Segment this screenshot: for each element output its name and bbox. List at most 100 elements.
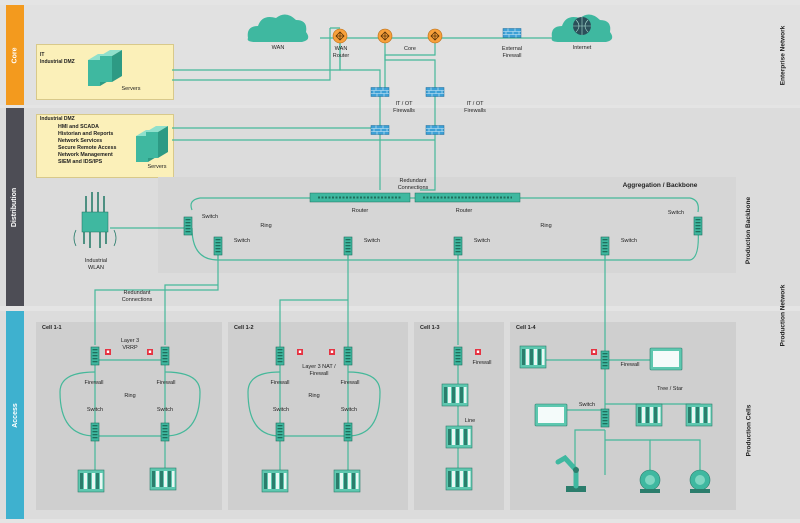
c13-firewall-switch-icon <box>453 346 463 366</box>
c11-plc-icon-b <box>149 467 177 491</box>
internet-cloud-icon <box>551 14 613 42</box>
core-tier-label: Core <box>6 5 24 105</box>
ring-switch-label-1: Switch <box>233 238 251 244</box>
c12-layer-label: Layer 3 NAT / Firewall <box>302 364 336 377</box>
dmz-item: Historian and Reports <box>58 131 114 137</box>
it-ot-firewall-icon-c <box>370 125 390 135</box>
router-label-b: Router <box>455 208 473 214</box>
c13-firewall-label: Firewall <box>472 360 492 366</box>
c12-lock-icon-b <box>329 349 335 355</box>
ring-switch-icon-2 <box>343 236 353 256</box>
c12-lock-icon-a <box>297 349 303 355</box>
redundant-connections-label-2: Redundant Connections <box>121 290 153 303</box>
c12-plc-icon-b <box>333 469 361 493</box>
c12-firewall-label-a: Firewall <box>270 380 290 386</box>
c13-plc-icon-a <box>441 383 469 407</box>
it-ot-firewalls-label: IT / OT Firewalls <box>393 101 415 114</box>
it-ot-firewall-icon-a <box>370 87 390 97</box>
industrial-dmz-server-icon-b <box>146 126 168 158</box>
it-ot-firewall-icon-b <box>425 87 445 97</box>
it-dmz-servers-label: Servers <box>121 86 141 92</box>
c12-plc-icon-a <box>261 469 289 493</box>
router-rack-icon-a <box>309 192 411 203</box>
ring-switch-label-2: Switch <box>363 238 381 244</box>
ring-switch-icon-1 <box>213 236 223 256</box>
c11-plc-icon-a <box>77 469 105 493</box>
c12-switch-icon-a <box>275 422 285 442</box>
cell-1-4-title: Cell 1-4 <box>516 325 536 331</box>
c11-switch-icon-a <box>90 422 100 442</box>
router-label-a: Router <box>351 208 369 214</box>
c11-switch-label-a: Switch <box>86 407 104 413</box>
switch-label-left: Switch <box>201 214 219 220</box>
c14-plc-icon-c <box>685 403 713 427</box>
dmz-item: Secure Remote Access <box>58 145 117 151</box>
c11-firewall-switch-icon-b <box>160 346 170 366</box>
c13-plc-icon-b <box>445 425 473 449</box>
c12-switch-icon-b <box>343 422 353 442</box>
ring-switch-label-3: Switch <box>473 238 491 244</box>
redundant-connections-label: Redundant Connections <box>397 178 429 191</box>
c11-lock-icon-a <box>105 349 111 355</box>
external-firewall-label: External Firewall <box>501 46 523 59</box>
c12-switch-label-a: Switch <box>272 407 290 413</box>
dmz-item: HMI and SCADA <box>58 124 99 130</box>
industrial-dmz-title: Industrial DMZ <box>40 116 75 122</box>
c12-ring-label: Ring <box>308 393 320 399</box>
c13-plc-icon-c <box>445 467 473 491</box>
c12-firewall-switch-icon-a <box>275 346 285 366</box>
it-dmz-title: IT Industrial DMZ <box>40 52 75 65</box>
distribution-tier-label: Distribution <box>6 108 24 306</box>
c14-firewall-label: Firewall <box>620 362 640 368</box>
access-tier-label: Access <box>6 311 24 519</box>
c14-switch-label: Switch <box>578 402 596 408</box>
industrial-dmz-servers-label: Servers <box>147 164 167 170</box>
wan-cloud-icon <box>247 14 309 42</box>
it-ot-firewalls-label-2: IT / OT Firewalls <box>464 101 486 114</box>
c11-firewall-label-a: Firewall <box>84 380 104 386</box>
backbone-links <box>94 197 699 355</box>
industrial-wlan-icon <box>73 192 117 248</box>
dmz-item: Network Management <box>58 152 113 158</box>
c14-switch-icon <box>600 408 610 428</box>
core-router-icon-b <box>427 28 443 44</box>
c12-switch-label-b: Switch <box>340 407 358 413</box>
c11-layer-label: Layer 3 VRRP <box>120 338 140 351</box>
industrial-dmz-list: HMI and SCADA Historian and Reports Netw… <box>58 124 116 166</box>
c11-firewall-switch-icon-a <box>90 346 100 366</box>
c13-lock-icon <box>475 349 481 355</box>
c11-switch-label-b: Switch <box>156 407 174 413</box>
switch-label-right: Switch <box>667 210 685 216</box>
ring-label-left: Ring <box>260 223 272 229</box>
core-router-icon-a <box>377 28 393 44</box>
c14-motor-icon-b <box>689 469 711 494</box>
c14-topology-label: Tree / Star <box>657 386 683 392</box>
cell-1-1-panel <box>36 322 222 510</box>
it-dmz-server-icon-b <box>100 50 122 82</box>
c11-firewall-label-b: Firewall <box>156 380 176 386</box>
aggregation-title: Aggregation / Backbone <box>622 182 698 189</box>
ring-switch-icon-4 <box>600 236 610 256</box>
c14-plc-icon-b <box>635 403 663 427</box>
dmz-item: SIEM and IDS/IPS <box>58 159 103 165</box>
ring-label-right: Ring <box>540 223 552 229</box>
c14-robot-arm-icon <box>555 454 586 492</box>
backbone-switch-icon-left <box>183 216 193 236</box>
industrial-wlan-label: Industrial WLAN <box>84 258 108 271</box>
internet-label: Internet <box>572 45 592 51</box>
wan-router-icon <box>332 28 348 44</box>
wan-router-label: WAN Router <box>332 46 350 59</box>
dmz-item: Network Services <box>58 138 103 144</box>
ring-switch-label-4: Switch <box>620 238 638 244</box>
cell-1-1-title: Cell 1-1 <box>42 325 62 331</box>
c14-motor-icon-a <box>639 469 661 494</box>
c12-firewall-switch-icon-b <box>343 346 353 366</box>
c14-lock-icon <box>591 349 597 355</box>
c12-firewall-label-b: Firewall <box>340 380 360 386</box>
c11-switch-icon-b <box>160 422 170 442</box>
cell-1-3-title: Cell 1-3 <box>420 325 440 331</box>
c13-line-label: Line <box>464 418 476 424</box>
c14-firewall-switch-icon <box>600 350 610 370</box>
